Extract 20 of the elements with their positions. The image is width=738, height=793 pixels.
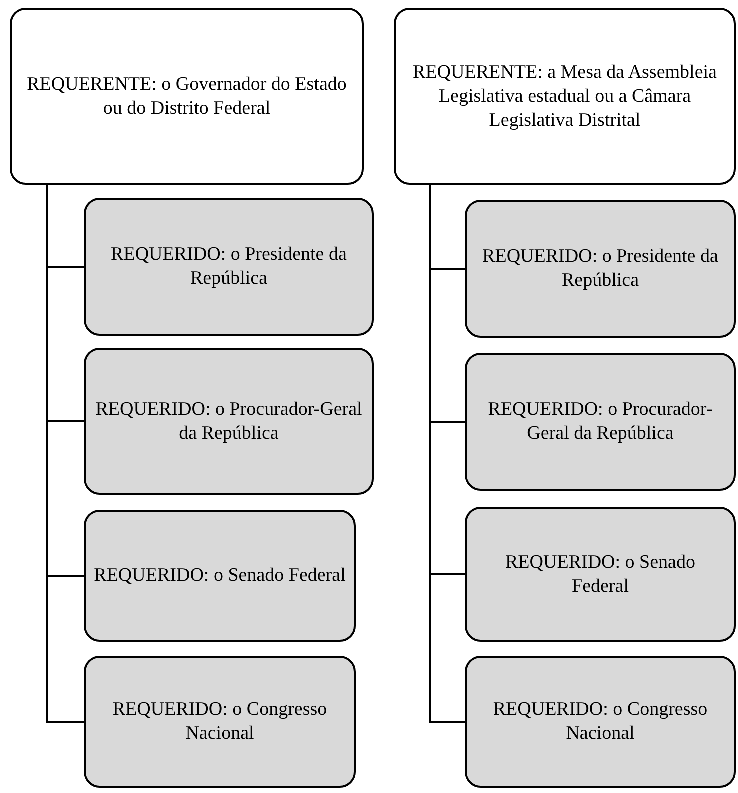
child-box	[465, 507, 736, 642]
parent-box	[10, 8, 364, 185]
box-text: REQUERIDO: o Procurador-Geral da República	[487, 398, 714, 446]
box-text: REQUERIDO: o Congresso Nacional	[492, 698, 709, 746]
box-text: REQUERIDO: o Presidente da República	[110, 243, 348, 291]
child-box	[465, 200, 736, 338]
box-text: REQUERIDO: o Senado Federal	[94, 564, 346, 588]
box-text: REQUERENTE: a Mesa da Assembleia Legislativa estadual ou a Câmara Legislativa Distrital	[412, 60, 718, 132]
child-box	[84, 510, 356, 642]
box-text: REQUERIDO: o Congresso Nacional	[112, 698, 328, 746]
child-box	[84, 198, 374, 336]
child-box	[84, 656, 356, 788]
child-box	[465, 656, 736, 788]
box-text: REQUERIDO: o Presidente da República	[482, 245, 720, 293]
parent-box	[394, 8, 736, 185]
box-text: REQUERIDO: o Senado Federal	[504, 550, 696, 598]
box-text: REQUERENTE: o Governador do Estado ou do Distrito Federal	[26, 72, 348, 120]
child-box	[465, 353, 736, 491]
box-text: REQUERIDO: o Procurador-Geral da República	[94, 398, 364, 446]
child-box	[84, 348, 374, 495]
